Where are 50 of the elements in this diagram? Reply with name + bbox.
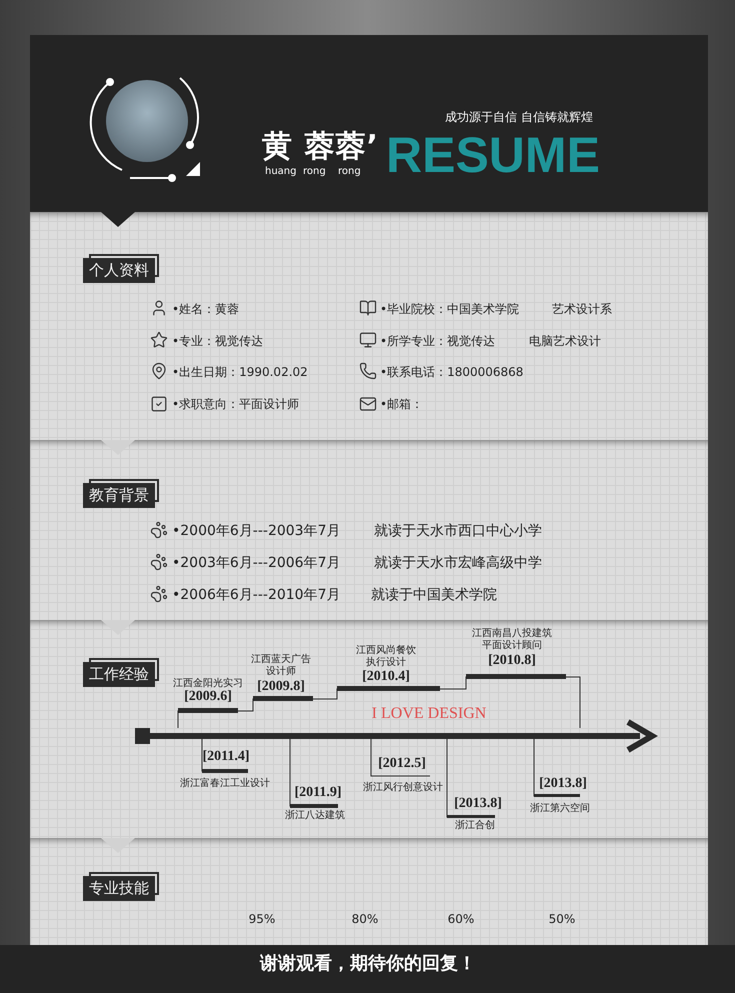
job-date: [2009.6] — [184, 688, 232, 706]
job-date: [2013.8] — [539, 775, 587, 792]
job-date: [2010.8] — [488, 652, 536, 670]
job-date: [2011.9] — [294, 784, 342, 802]
job-text: 浙江富春江工业设计 — [180, 778, 270, 790]
job-text: 江西南昌八投建筑平面设计顾问 — [471, 628, 553, 652]
pinyin: rong — [338, 166, 361, 178]
education-text: 就读于中国美术学院 — [371, 587, 497, 604]
info-text: •出生日期：1990.02.02 — [172, 365, 308, 380]
info-text: •姓名：黄蓉 — [172, 302, 240, 317]
info-text: •专业：视觉传达 — [172, 334, 264, 349]
slogan: 成功源于自信 自信铸就辉煌 — [445, 110, 593, 125]
job-date: [2010.4] — [362, 668, 410, 686]
job-text: 浙江八达建筑 — [285, 810, 345, 822]
info-text: 电脑艺术设计 — [529, 334, 601, 349]
job-text: 江西金阳光实习 — [173, 678, 243, 690]
info-text: •求职意向：平面设计师 — [172, 397, 300, 412]
education-text: 就读于天水市宏峰高级中学 — [374, 555, 542, 572]
name-title: 黄 蓉蓉’ — [262, 128, 379, 166]
job-date: [2012.5] — [378, 755, 426, 772]
tagline: I LOVE DESIGN — [372, 704, 486, 724]
job-text: 浙江第六空间 — [530, 803, 590, 815]
education-text: •2003年6月---2006年7月 — [172, 555, 340, 572]
info-text: •邮箱： — [380, 397, 424, 412]
skill-percent: 80% — [352, 912, 378, 927]
section-heading: 专业技能 — [83, 876, 155, 901]
info-text: •联系电话：1800006868 — [380, 365, 524, 380]
job-date: [2011.4] — [202, 748, 250, 766]
info-text: •毕业院校：中国美术学院 — [380, 302, 520, 317]
pinyin: rong — [303, 166, 326, 178]
closing-text: 谢谢观看，期待你的回复！ — [260, 953, 476, 976]
education-text: 就读于天水市西口中心小学 — [374, 523, 542, 540]
job-text: 江西蓝天广告设计师 — [250, 654, 312, 678]
skill-percent: 60% — [448, 912, 474, 927]
resume-title: RESUME — [386, 130, 600, 180]
job-text: 浙江合创 — [455, 820, 495, 832]
skill-percent: 95% — [248, 912, 276, 927]
job-date: [2009.8] — [257, 678, 305, 696]
job-text: 浙江风行创意设计 — [363, 782, 443, 794]
info-text: 艺术设计系 — [552, 302, 612, 317]
pinyin: huang — [265, 166, 296, 178]
education-text: •2006年6月---2010年7月 — [172, 587, 340, 604]
job-text: 江西风尚餐饮执行设计 — [355, 645, 417, 669]
education-text: •2000年6月---2003年7月 — [172, 523, 340, 540]
section-heading: 教育背景 — [83, 483, 155, 508]
info-text: •所学专业：视觉传达 — [380, 334, 496, 349]
skill-percent: 50% — [548, 912, 576, 927]
job-date: [2013.8] — [454, 795, 502, 812]
section-heading: 个人资料 — [83, 258, 155, 283]
section-heading: 工作经验 — [83, 662, 155, 687]
